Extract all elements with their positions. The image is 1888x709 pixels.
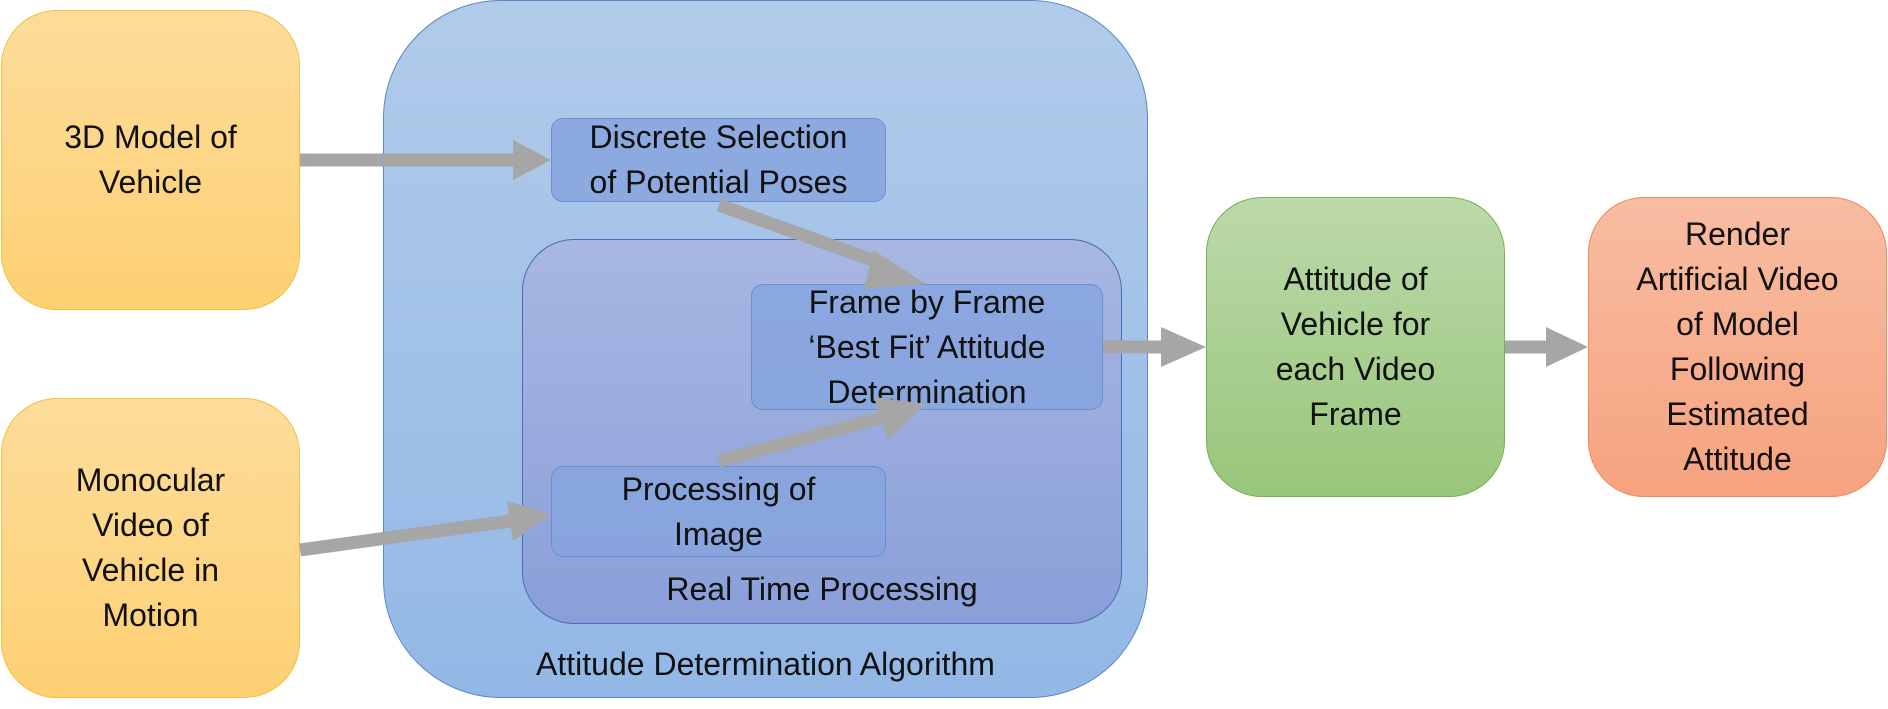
node-best-fit-attitude: Frame by Frame ‘Best Fit’ Attitude Deter… [751, 284, 1103, 410]
container-attitude-algorithm-label: Attitude Determination Algorithm [536, 646, 995, 682]
node-attitude-output-text: Attitude of Vehicle for each Video Frame [1275, 261, 1436, 432]
arrowhead-bestfit-to-output [1161, 327, 1206, 367]
node-processing-image-text: Processing of Image [621, 470, 816, 552]
node-discrete-selection-text: Discrete Selection of Potential Poses [589, 119, 848, 200]
node-render-video-text: Render Artificial Video of Model Followi… [1636, 216, 1839, 477]
arrowhead-selection-to-bestfit [864, 250, 926, 289]
node-3d-model: 3D Model of Vehicle [1, 10, 300, 310]
node-processing-image: Processing of Image [551, 466, 886, 557]
node-attitude-output: Attitude of Vehicle for each Video Frame [1206, 197, 1505, 497]
node-discrete-selection: Discrete Selection of Potential Poses [551, 118, 886, 202]
node-render-video: Render Artificial Video of Model Followi… [1588, 197, 1887, 497]
arrowhead-output-to-render [1546, 327, 1588, 367]
arrowhead-model-to-selection [513, 140, 551, 180]
arrow-selection-to-bestfit [716, 198, 889, 272]
arrow-processing-to-bestfit [717, 411, 883, 468]
node-monocular-video: Monocular Video of Vehicle in Motion [1, 398, 300, 698]
container-real-time-processing-label: Real Time Processing [666, 571, 978, 607]
arrowhead-video-to-processing [507, 501, 551, 541]
node-monocular-video-text: Monocular Video of Vehicle in Motion [75, 462, 226, 633]
arrowhead-processing-to-bestfit [874, 397, 926, 440]
node-3d-model-text: 3D Model of Vehicle [64, 119, 237, 200]
arrow-video-to-processing [299, 514, 511, 557]
node-best-fit-attitude-text: Frame by Frame ‘Best Fit’ Attitude Deter… [808, 283, 1046, 410]
